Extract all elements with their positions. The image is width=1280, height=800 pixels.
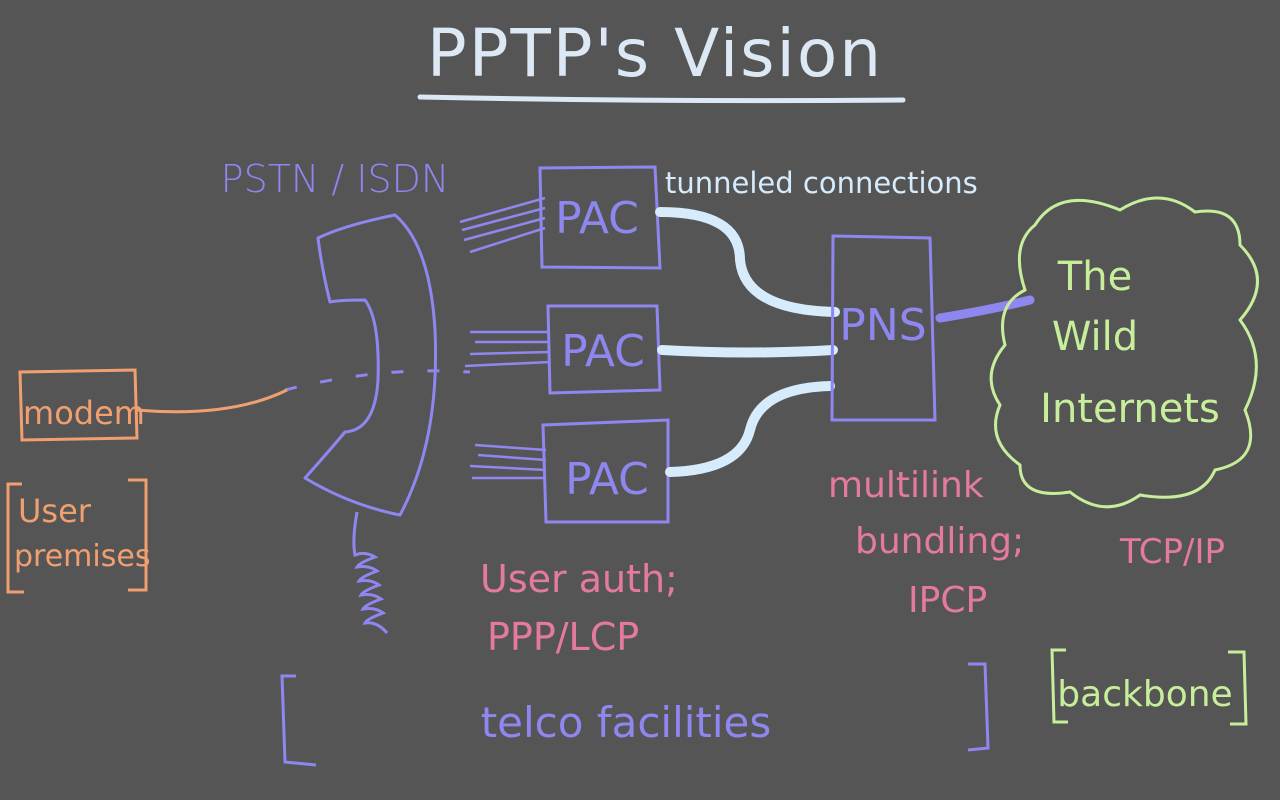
tunnel-1 <box>655 207 840 317</box>
pac2-dialin-lines <box>464 330 551 368</box>
tcpip-label: TCP/IP <box>1119 532 1225 572</box>
title: PPTP's Vision <box>427 15 883 92</box>
tunnel-2 <box>657 345 838 358</box>
user-auth-label-line1: User auth; <box>480 557 678 601</box>
user-premises-bracket <box>6 478 148 594</box>
title-underline <box>417 94 906 104</box>
pac3-dialin-lines <box>469 443 547 480</box>
telco-bracket-left <box>280 674 317 767</box>
backbone-label: backbone <box>1057 674 1232 715</box>
pns-box <box>830 234 937 422</box>
pac-label-2: PAC <box>561 326 645 377</box>
pac-label-1: PAC <box>555 193 639 244</box>
telco-bracket-right <box>967 662 990 752</box>
pac1-dialin-lines <box>459 196 546 254</box>
telephone-handset-icon <box>303 213 438 517</box>
telco-facilities-label: telco facilities <box>481 698 772 747</box>
tunnel-connections <box>655 207 840 477</box>
pac-box-2 <box>546 304 662 395</box>
pstn-isdn-label: PSTN / ISDN <box>221 157 450 201</box>
modem-box <box>18 368 139 442</box>
internet-label-line2: Wild <box>1052 314 1138 360</box>
internet-label-line3: Internets <box>1040 386 1220 432</box>
multilink-label-line2: bundling; <box>855 521 1024 562</box>
user-premises-label-line1: User <box>18 492 92 530</box>
modem-label: modem <box>23 394 145 432</box>
pns-internet-link <box>935 295 1035 323</box>
internet-cloud-icon <box>989 196 1259 509</box>
multilink-label-line1: multilink <box>828 465 984 506</box>
multilink-label-line3: IPCP <box>908 580 987 621</box>
pac-label-3: PAC <box>565 454 649 505</box>
user-auth-label-line2: PPP/LCP <box>487 615 639 659</box>
internet-label-line1: The <box>1057 254 1132 300</box>
modem-line <box>136 388 288 414</box>
phone-cord-icon <box>352 511 389 634</box>
pac-box-1 <box>538 165 662 270</box>
tunnel-3 <box>665 381 835 477</box>
user-premises-label-line2: premises <box>14 539 150 574</box>
pns-label: PNS <box>839 300 926 351</box>
pac-box-3 <box>541 418 670 524</box>
tunneled-connections-label: tunneled connections <box>665 166 978 200</box>
backbone-bracket <box>1050 648 1248 726</box>
